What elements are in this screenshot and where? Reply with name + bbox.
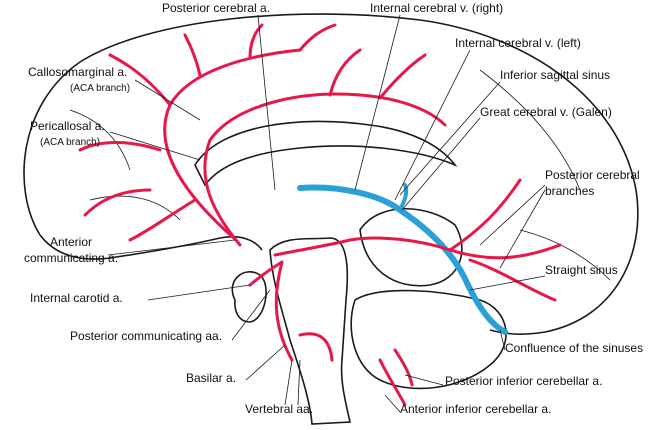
label-internal-cerebral-vein-right: Internal cerebral v. (right) — [370, 1, 504, 15]
label-basilar-artery: Basilar a. — [186, 371, 237, 385]
label-internal-cerebral-vein-left: Internal cerebral v. (left) — [455, 36, 581, 50]
label-posterior-communicating-arteries: Posterior communicating aa. — [70, 329, 223, 343]
label-anterior-communicating-2: communicating a. — [24, 251, 119, 265]
label-internal-carotid-artery: Internal carotid a. — [30, 291, 123, 305]
label-inferior-sagittal-sinus: Inferior sagittal sinus — [500, 68, 611, 82]
label-vertebral-arteries: Vertebral aa. — [245, 402, 314, 416]
venous-sinuses — [297, 183, 508, 335]
corpus-callosum — [194, 120, 458, 187]
label-posterior-inferior-cerebellar-artery: Posterior inferior cerebellar a. — [445, 374, 603, 388]
cerebellum — [350, 289, 507, 390]
label-straight-sinus: Straight sinus — [545, 263, 618, 277]
label-callosomarginal-note: (ACA branch) — [70, 83, 131, 94]
brain-outline — [23, 13, 639, 425]
thalamus — [359, 208, 463, 287]
brainstem — [269, 237, 351, 425]
label-callosomarginal-artery: Callosomarginal a. — [28, 65, 128, 79]
label-confluence-of-sinuses: Confluence of the sinuses — [505, 341, 644, 355]
label-anterior-inferior-cerebellar-artery: Anterior inferior cerebellar a. — [400, 402, 552, 416]
leader-lines — [107, 14, 546, 413]
arteries — [78, 23, 562, 407]
label-great-cerebral-vein: Great cerebral v. (Galen) — [480, 105, 612, 119]
label-anterior-communicating-1: Anterior — [50, 235, 93, 249]
label-pericallosal-note: (ACA branch) — [40, 137, 101, 148]
label-posterior-cerebral-branches-1: Posterior cerebral — [545, 168, 640, 182]
label-posterior-cerebral-artery: Posterior cerebral a. — [162, 1, 271, 15]
label-pericallosal-artery: Pericallosal a. — [30, 119, 105, 133]
pituitary — [231, 271, 267, 323]
label-posterior-cerebral-branches-2: branches — [545, 184, 595, 198]
